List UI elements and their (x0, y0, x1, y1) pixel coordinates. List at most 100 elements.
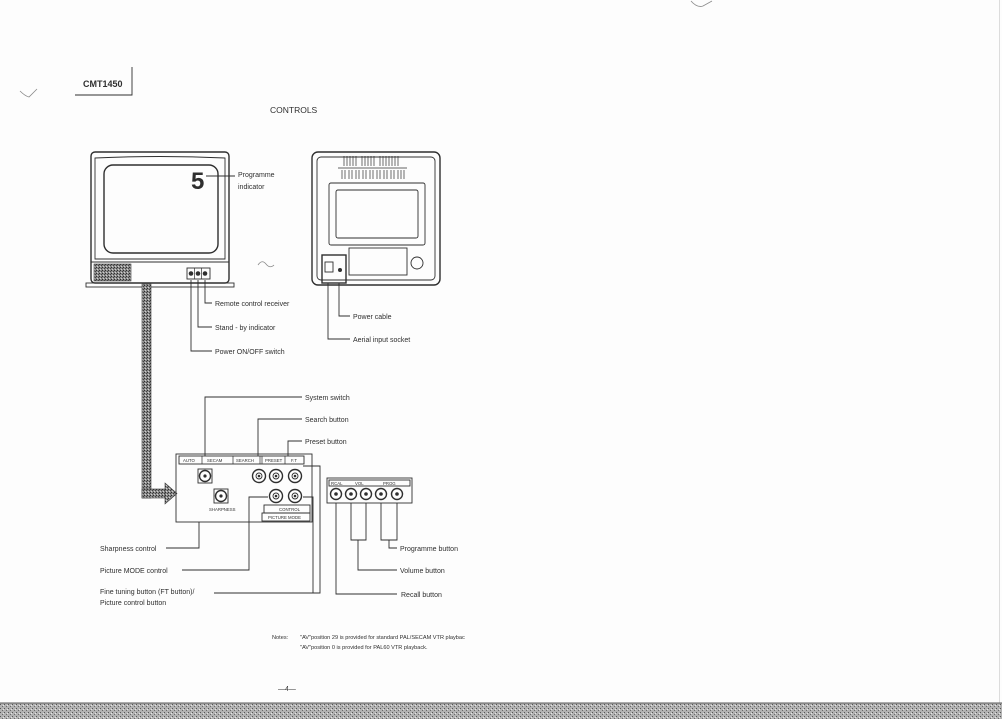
control-panel-callouts: System switch Search button Preset butto… (100, 395, 458, 607)
tv-front-view: 5 Programme indicator Remote control rec… (85, 151, 290, 356)
system-switch-leader (204, 396, 302, 456)
knob-center (274, 494, 278, 498)
picture-control-button-leader (303, 496, 314, 593)
preset-button-knob (268, 468, 284, 484)
search-button-leader (257, 418, 302, 456)
power-cable-leader (338, 283, 350, 317)
search-button-label: Search button (305, 417, 349, 424)
search-button-knob (251, 468, 267, 484)
remote-control-receiver-label: Remote control receiver (215, 301, 290, 308)
remote-control-receiver-window (202, 271, 208, 276)
arrow-head (164, 482, 178, 505)
power-switch-button (188, 271, 194, 276)
model-box-rule (75, 67, 133, 96)
rear-shell-inner (335, 189, 419, 239)
picture-mode-marking-box (261, 512, 311, 522)
system-switch-knob (197, 468, 213, 484)
knob-cap (291, 472, 299, 480)
power-switch-leader (190, 280, 212, 352)
picture-mode-control-leader (182, 496, 268, 571)
ft-marking: F.T (291, 458, 297, 463)
sharpness-marking: SHARPNESS (209, 507, 236, 512)
volume-down-button-knob (344, 487, 358, 501)
picture-mode-marking: PICTURE MODE (268, 515, 301, 520)
tv-rear-cover (316, 156, 436, 281)
knob-center (219, 494, 223, 498)
notes-heading: Notes: (272, 635, 289, 641)
power-switch-label: Power ON/OFF switch (215, 349, 285, 356)
search-marking: SEARCH (236, 458, 254, 463)
standby-indicator-leader (197, 280, 212, 328)
recall-button-leader (335, 503, 397, 595)
arrow-shaft-horizontal (141, 488, 168, 499)
volume-button-label: Volume button (400, 568, 445, 575)
fine-tuning-button-label: Fine tuning button (FT button)/ (100, 589, 194, 596)
sharpness-control-leader (166, 522, 200, 549)
programme-button-bracket (380, 503, 398, 541)
side-panel-outline (326, 477, 413, 504)
knob-center (334, 492, 338, 496)
tv-screen (103, 164, 219, 254)
model-number: CMT1450 (83, 79, 123, 89)
sharpness-control-label: Sharpness control (100, 546, 157, 553)
tv-front-cabinet (90, 151, 230, 284)
volume-marking: VOL (355, 481, 364, 486)
connection-arrow (141, 283, 178, 505)
picture-mode-control-knob (268, 488, 284, 504)
tv-front-bezel (94, 156, 226, 260)
preset-button-label: Preset button (305, 439, 347, 446)
side-control-panel: RCAL VOL PROG (326, 477, 413, 504)
standby-indicator-label: Stand - by indicator (215, 325, 276, 332)
control-marking: CONTROL (279, 507, 301, 512)
knob-housing (213, 488, 229, 504)
scan-mark-squiggle (257, 261, 275, 268)
knob-center (203, 474, 207, 478)
knob-cap (291, 492, 299, 500)
knob-cap (272, 472, 280, 480)
tv-rear-cabinet (311, 151, 441, 286)
picture-control-button-label: Picture control button (100, 600, 166, 607)
knob-center (395, 492, 399, 496)
aerial-input-socket (338, 268, 342, 272)
knob-cap (255, 472, 263, 480)
volume-button-bracket (350, 503, 367, 541)
scan-bottom-band (0, 703, 1002, 719)
sharpness-control-knob (213, 488, 229, 504)
fine-tuning-button-knob (287, 468, 303, 484)
note-line: "AV"position 0 is provided for PAL60 VTR… (300, 645, 428, 651)
knob-center (293, 474, 297, 478)
knob-center (379, 492, 383, 496)
panel-marking-strip (178, 455, 305, 465)
knob-center (257, 474, 261, 478)
recall-button-label: Recall button (401, 592, 442, 599)
speaker-grille (93, 263, 132, 282)
programme-indicator-label: Programme (238, 172, 275, 179)
standby-indicator-lamp (195, 271, 201, 276)
knob-center (293, 494, 297, 498)
knob-center (274, 474, 278, 478)
programme-indicator-label: indicator (238, 184, 265, 191)
page-header: CMT1450 CONTROLS (75, 67, 318, 115)
secam-marking: SECAM (207, 458, 223, 463)
knob-center (349, 492, 353, 496)
arrow-shaft-vertical (141, 283, 152, 499)
remote-control-receiver-leader (204, 280, 212, 304)
recall-button-knob (329, 487, 343, 501)
scan-mark-left (19, 88, 38, 98)
power-cable-inlet (324, 261, 334, 273)
knob-center (364, 492, 368, 496)
preset-marking: PRESET (265, 458, 283, 463)
volume-button-leader (357, 540, 397, 571)
tv-rear-view: Power cable Aerial input socket (311, 151, 441, 344)
front-control-panel: AUTO SECAM SEARCH PRESET F.T (175, 453, 313, 523)
auto-marking: AUTO (183, 458, 196, 463)
rear-shell-outer (328, 182, 426, 246)
system-switch-label: System switch (305, 395, 350, 402)
aerial-input-socket-label: Aerial input socket (353, 337, 410, 344)
scan-mark-top (690, 0, 713, 7)
knob-housing (197, 468, 213, 484)
programme-up-button-knob (390, 487, 404, 501)
programme-indicator-digit: 5 (191, 168, 204, 195)
